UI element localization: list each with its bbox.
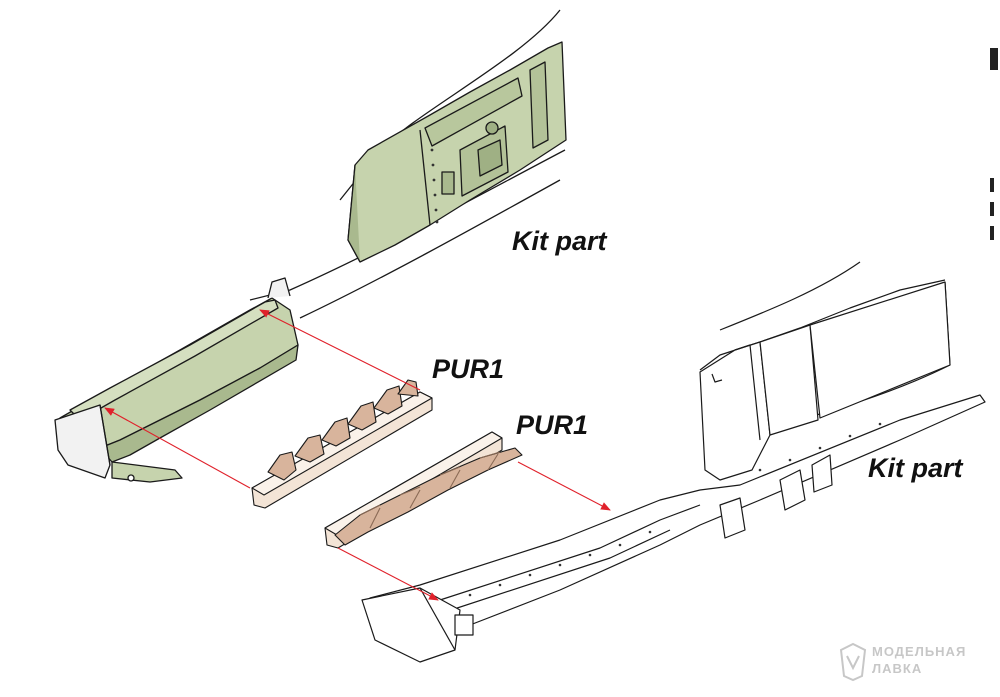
cropped-edge-marks	[986, 40, 1000, 270]
arrow-lower-rear	[517, 461, 611, 511]
edge-mark	[990, 202, 994, 216]
edge-mark	[990, 226, 994, 240]
edge-mark	[990, 48, 998, 70]
lower-kit-part	[361, 261, 986, 663]
pur1-label-lower: PUR1	[516, 410, 589, 440]
pur1-label-upper: PUR1	[432, 354, 505, 384]
assembly-arrows	[104, 309, 611, 601]
arrow-upper-rear	[259, 309, 421, 391]
watermark-text-line1: МОДЕЛЬНАЯ	[872, 644, 967, 659]
arrow-upper-front	[104, 407, 251, 489]
lower-side-rail	[369, 394, 986, 641]
edge-mark	[990, 178, 994, 192]
watermark-emblem-icon	[839, 642, 867, 682]
watermark-text-line2: ЛАВКА	[872, 661, 923, 676]
arrow-lower-front	[337, 547, 439, 601]
kit-part-label-lower: Kit part	[868, 453, 963, 483]
resin-part-lower	[324, 431, 523, 549]
watermark-logo: МОДЕЛЬНАЯ ЛАВКА	[838, 640, 998, 684]
upper-kit-part	[54, 9, 567, 483]
resin-part-upper	[251, 379, 433, 509]
kit-part-label-upper: Kit part	[512, 226, 607, 256]
